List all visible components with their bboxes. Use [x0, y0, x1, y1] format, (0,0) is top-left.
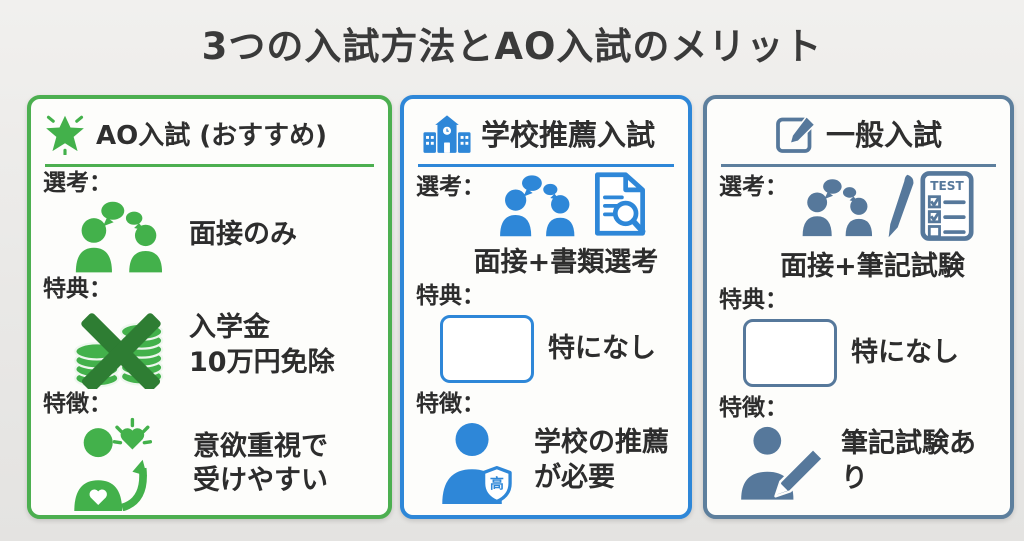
- card-ao-admission: AO入試 (おすすめ) 選考： 面接のみ 特典：: [27, 95, 392, 519]
- header-divider: [45, 164, 374, 167]
- feature-text: 意欲重視で 受けやすい: [193, 430, 328, 497]
- interview-people-icon: [493, 170, 585, 238]
- card-title: 学校推薦入試: [481, 118, 656, 152]
- interview-people-icon: [796, 173, 882, 239]
- feature-text: 学校の推薦 が必要: [534, 427, 669, 493]
- feature-text: 筆記試験あり: [841, 428, 976, 494]
- interview-people-icon: [67, 196, 175, 274]
- section-selection: 選考：: [719, 170, 998, 283]
- badge-label: 高: [490, 475, 504, 492]
- section-label-selection: 選考：: [416, 174, 485, 200]
- section-feature: 特徴： 高 学校の推薦 が必要: [416, 391, 676, 504]
- selection-text: 面接のみ: [189, 219, 297, 251]
- section-feature: 特徴： 筆記試験あり: [719, 395, 998, 501]
- selection-text: 面接+筆記試験: [780, 251, 965, 282]
- card-header: 学校推薦入試: [416, 107, 676, 159]
- pen-icon: [887, 171, 915, 241]
- benefit-text: 特になし: [548, 333, 656, 365]
- benefit-text: 入学金 10万円免除: [189, 312, 335, 378]
- section-selection: 選考： 面接のみ: [43, 170, 376, 274]
- page-title: 3つの入試方法とAO入試のメリット: [201, 25, 823, 68]
- section-benefit: 特典： 入学金 10万円免除: [43, 276, 376, 389]
- card-header: 一般入試: [719, 107, 998, 159]
- school-icon: [422, 112, 472, 154]
- card-school-recommendation: 学校推薦入試 選考：: [400, 95, 692, 519]
- section-benefit: 特典： 特になし: [416, 283, 676, 384]
- card-header: AO入試 (おすすめ): [43, 107, 376, 159]
- selection-text: 面接+書類選考: [473, 247, 659, 278]
- section-label-benefit: 特典：: [416, 283, 485, 309]
- pencil-box-icon: [775, 112, 817, 154]
- section-selection: 選考：: [416, 170, 676, 279]
- benefit-empty-box: [440, 315, 534, 384]
- card-title: AO入試 (おすすめ): [96, 120, 328, 151]
- benefit-text: 特になし: [851, 337, 959, 369]
- test-sheet-icon: TEST: [920, 170, 974, 242]
- section-label-feature: 特徴：: [416, 391, 485, 418]
- header-divider: [721, 164, 996, 167]
- test-sheet-label: TEST: [930, 179, 964, 193]
- section-benefit: 特典： 特になし: [719, 287, 998, 388]
- section-feature: 特徴： 意欲重視で 受けやすい: [43, 390, 376, 512]
- coins-crossed-icon: [67, 303, 175, 389]
- writing-person-icon: [733, 422, 831, 502]
- section-label-benefit: 特典：: [719, 287, 788, 313]
- document-search-icon: [593, 171, 647, 237]
- section-label-benefit: 特典：: [43, 276, 112, 303]
- card-title: 一般入試: [825, 118, 942, 152]
- section-label-selection: 選考：: [43, 170, 112, 196]
- section-label-feature: 特徴：: [43, 390, 112, 417]
- star-icon: [43, 111, 87, 155]
- section-label-selection: 選考：: [719, 174, 788, 200]
- section-label-feature: 特徴：: [719, 395, 788, 422]
- person-school-badge-icon: 高: [434, 418, 520, 504]
- header-divider: [418, 164, 674, 167]
- motivated-person-icon: [67, 417, 179, 512]
- benefit-empty-box: [743, 319, 837, 388]
- card-general-admission: 一般入試 選考：: [703, 95, 1014, 519]
